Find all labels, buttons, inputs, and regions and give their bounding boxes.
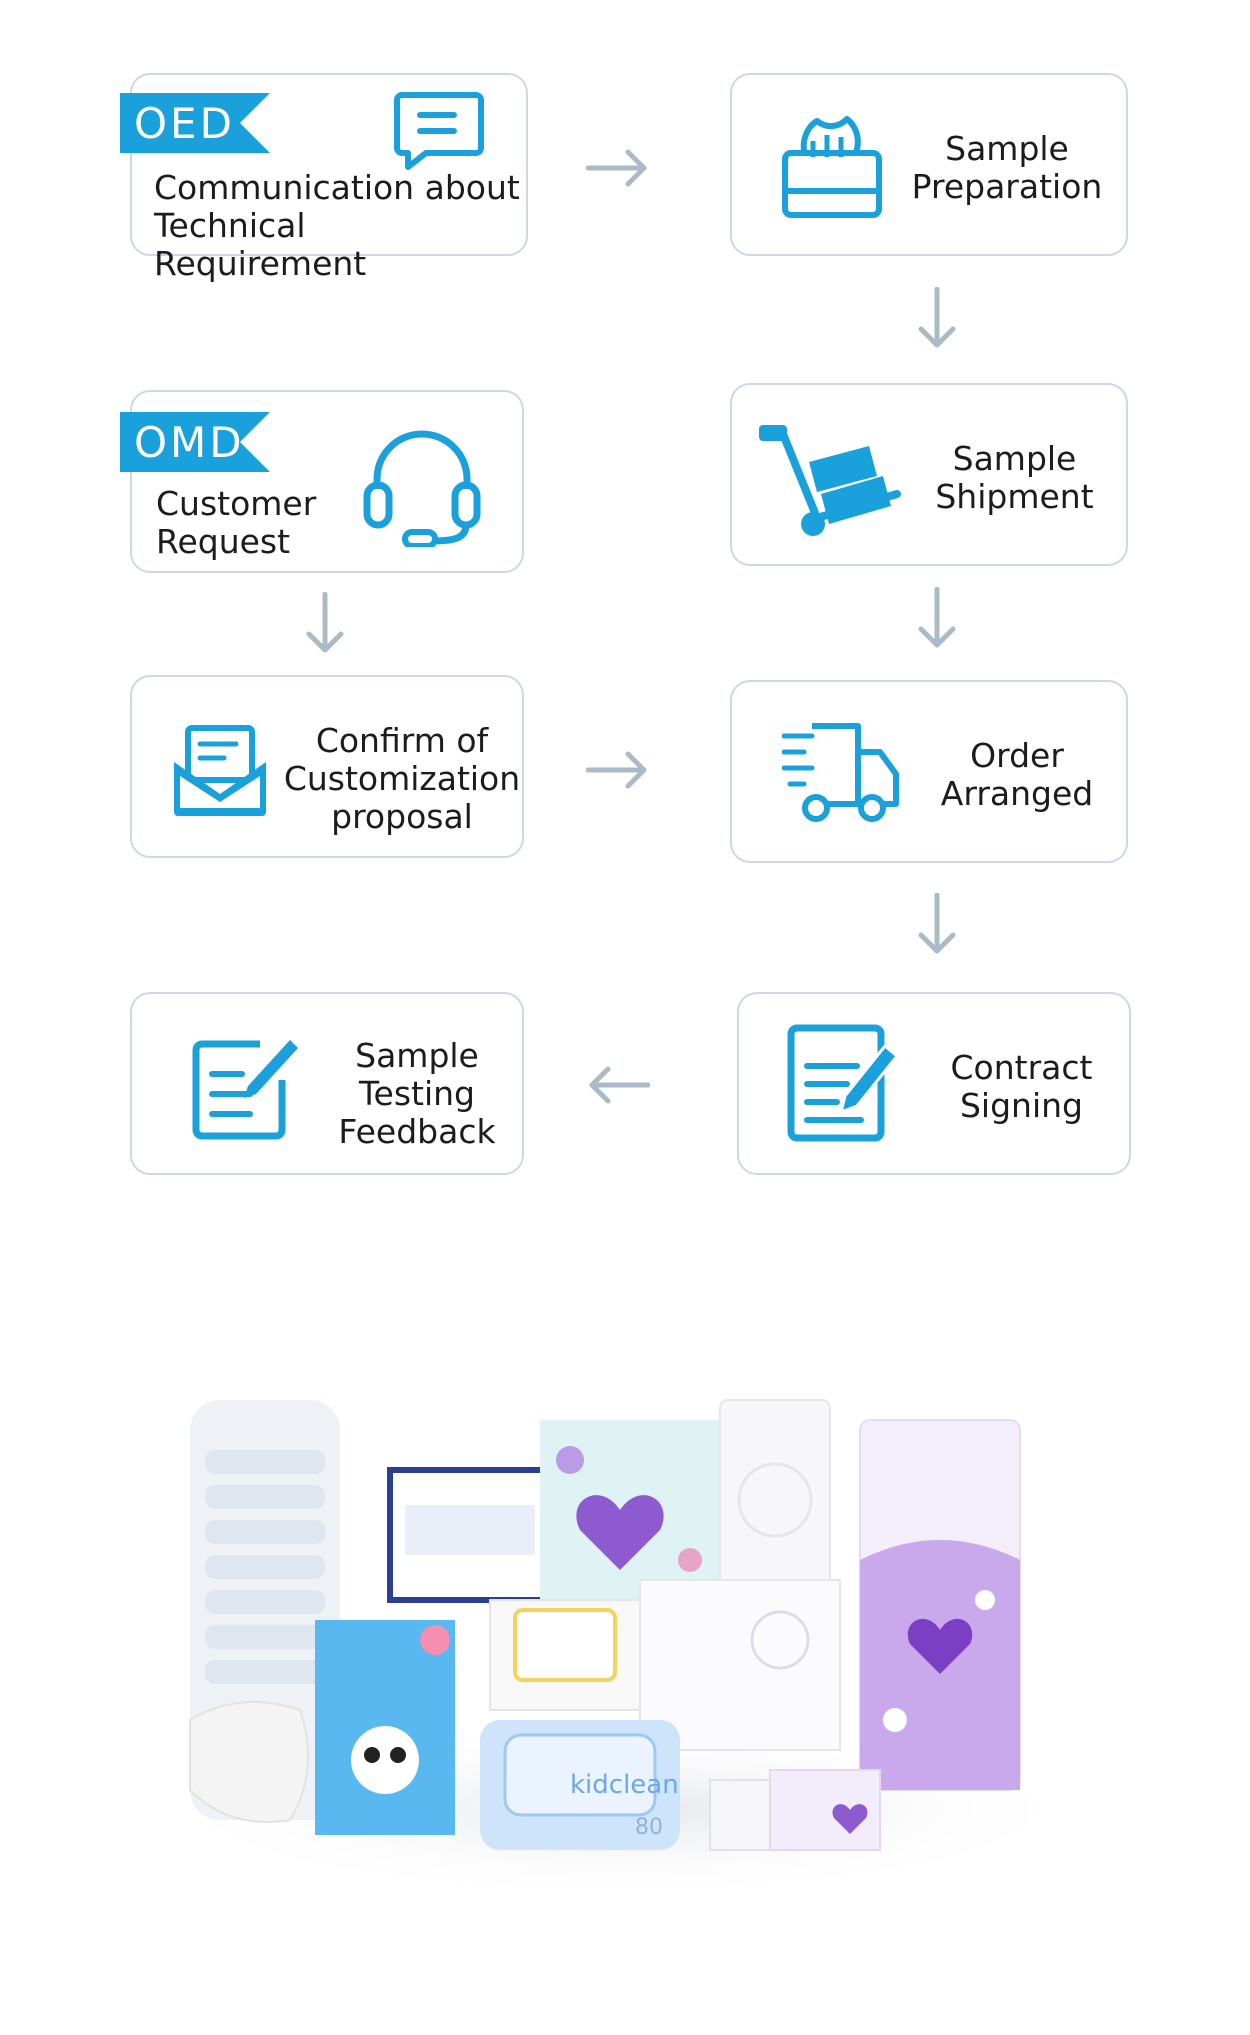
edit-form-icon [192,1040,298,1140]
step-label: Order Arranged [940,736,1094,813]
tissue-box-icon [782,116,882,218]
contract-pen-icon [787,1024,900,1142]
step-label: Customer Request [156,484,317,561]
step-card-communication: OED Communication about Technical Requir… [120,73,528,283]
step-label: Confirm of Customization proposal [283,721,521,836]
step-label: Contract Signing [950,1048,1093,1125]
product-lineup-image: kidclean 80 [150,1340,1100,1900]
step-label: Sample Shipment [935,439,1094,516]
step-card-confirm-customization: Confirm of Customization proposal [130,675,524,858]
step-card-customer-request: OMD Customer Request [120,390,524,573]
step-label: Communication about Technical Requiremen… [154,168,520,283]
arrow-right-icon [586,149,647,187]
omd-badge: OMD [120,412,270,472]
count-label: 80 [635,1815,663,1840]
step-card-sample-shipment: Sample Shipment [730,383,1128,566]
step-label: Sample Preparation [911,129,1103,206]
step-card-contract-signing: Contract Signing [737,992,1131,1175]
brand-label: kidclean [570,1770,679,1800]
arrow-down-icon [306,592,344,653]
step-label: Sample Testing Feedback [338,1036,496,1151]
arrow-down-icon [918,287,956,348]
envelope-document-icon [174,725,266,816]
headset-icon [363,430,481,547]
arrow-down-icon [918,587,956,648]
hand-truck-icon [759,425,901,536]
arrow-right-icon [586,751,647,789]
step-card-sample-preparation: Sample Preparation [730,73,1128,256]
step-card-sample-testing-feedback: Sample Testing Feedback [130,992,524,1175]
arrow-down-icon [918,893,956,954]
chat-bubble-icon [394,92,484,170]
delivery-truck-icon [782,723,899,822]
oed-badge: OED [120,93,270,153]
arrow-left-icon [589,1066,650,1104]
step-card-order-arranged: Order Arranged [730,680,1128,863]
